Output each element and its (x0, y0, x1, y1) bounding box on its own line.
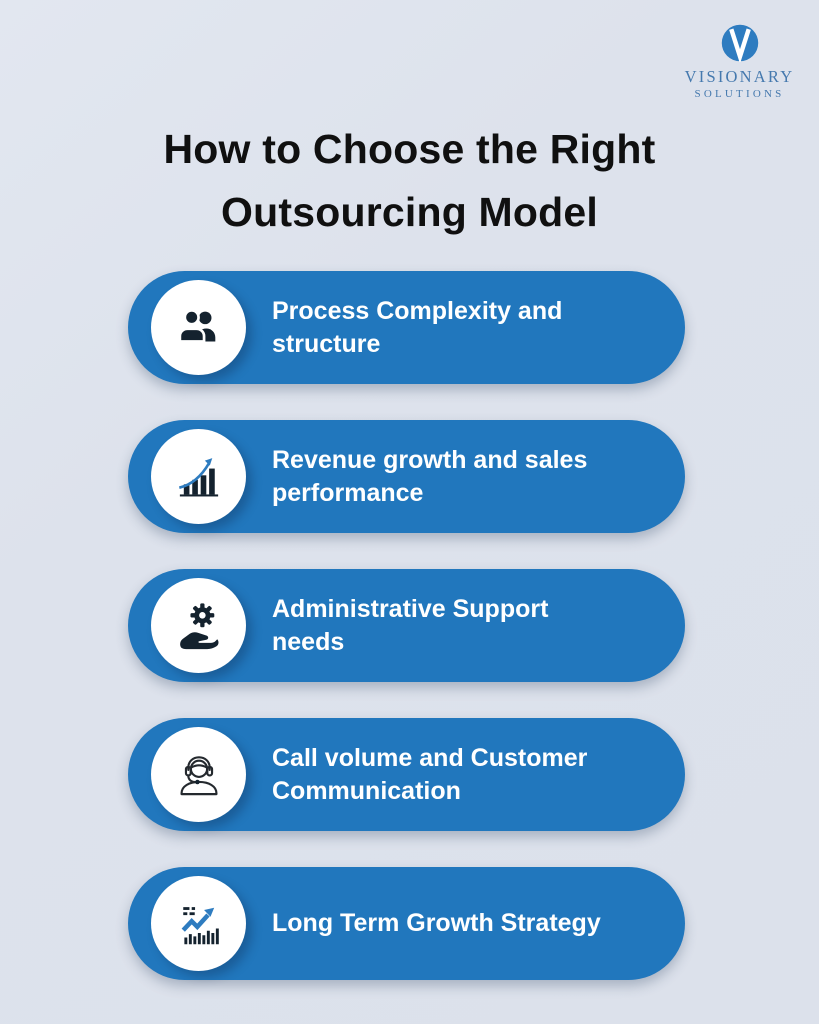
icon-circle (151, 727, 246, 822)
list-item-label: Administrative Support needs (272, 594, 549, 656)
list-item-admin-support: Administrative Support needs (128, 569, 685, 682)
criteria-list: Process Complexity and structure Revenue… (128, 271, 685, 1016)
icon-circle (151, 876, 246, 971)
brand-name: VISIONARY (684, 67, 795, 86)
list-item-call-volume: Call volume and Customer Communication (128, 718, 685, 831)
brand-tagline: SOLUTIONS (694, 88, 785, 100)
list-item-label: Process Complexity and structure (272, 296, 563, 358)
list-item-label: Long Term Growth Strategy (272, 909, 601, 937)
list-item-process-complexity: Process Complexity and structure (128, 271, 685, 384)
icon-circle (151, 578, 246, 673)
icon-circle (151, 280, 246, 375)
hand-gear-icon (179, 602, 219, 649)
bar-chart-growth-icon (178, 457, 218, 496)
growth-strategy-icon (181, 906, 219, 944)
v-circle-logo-icon (721, 24, 758, 62)
page-title-line1: How to Choose the Right (163, 126, 656, 172)
people-icon (178, 308, 215, 343)
page-title: How to Choose the Right Outsourcing Mode… (0, 118, 819, 244)
list-item-label: Call volume and Customer Communication (272, 743, 588, 805)
icon-circle (151, 429, 246, 524)
brand-logo: VISIONARY SOLUTIONS (682, 24, 797, 100)
list-item-label: Revenue growth and sales performance (272, 445, 588, 507)
headset-support-icon (179, 755, 218, 795)
list-item-long-term-growth: Long Term Growth Strategy (128, 867, 685, 980)
page-title-line2: Outsourcing Model (221, 189, 598, 235)
list-item-revenue-growth: Revenue growth and sales performance (128, 420, 685, 533)
